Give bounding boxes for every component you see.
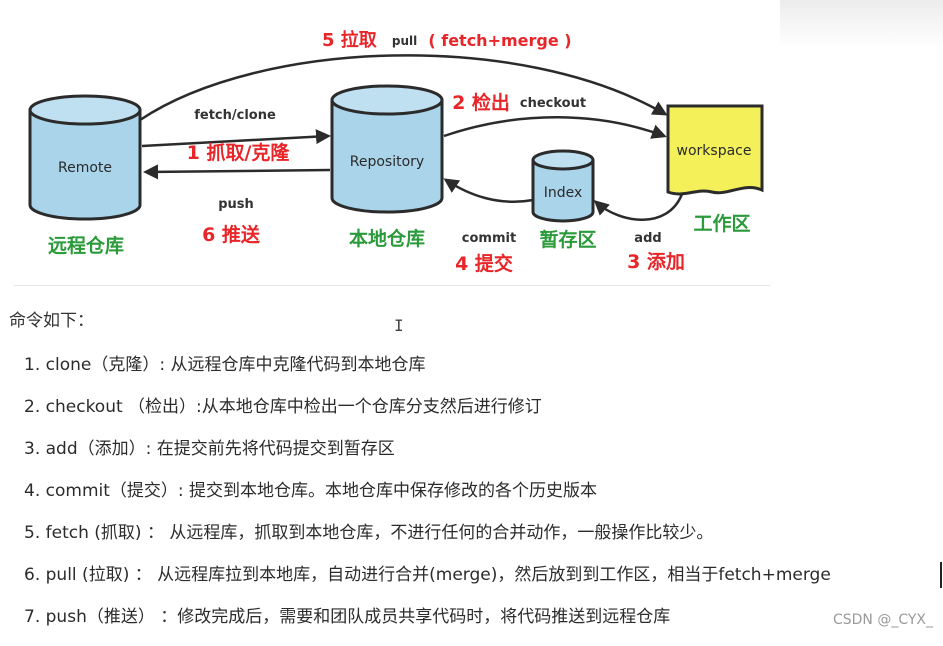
workspace-caption: 工作区 — [693, 212, 750, 235]
git-workflow-diagram: Remote 远程仓库 Repository 本地仓库 Index 暂存区 wo… — [0, 0, 780, 288]
push-step-label: 6 推送 — [202, 223, 261, 246]
remote-caption: 远程仓库 — [48, 234, 124, 257]
repository-caption: 本地仓库 — [349, 227, 425, 250]
remote-cylinder: Remote — [28, 94, 142, 221]
checkout-arrow — [443, 116, 667, 139]
fetch-step-label: 1 抓取/克隆 — [187, 141, 291, 164]
command-list: 1. clone（克隆）: 从远程仓库中克隆代码到本地仓库 2. checkou… — [24, 352, 831, 646]
remote-label: Remote — [58, 160, 112, 176]
index-cylinder: Index — [531, 149, 595, 223]
add-cmd-label: add — [634, 231, 661, 246]
push-cmd-label: push — [218, 197, 254, 212]
repository-label: Repository — [350, 154, 424, 170]
command-item-commit: 4. commit（提交）: 提交到本地仓库。本地仓库中保存修改的各个历史版本 — [24, 481, 598, 501]
fetch-cmd-label: fetch/clone — [194, 108, 276, 123]
commit-cmd-label: commit — [462, 231, 516, 246]
command-item-checkout: 2. checkout （检出）:从本地仓库中检出一个仓库分支然后进行修订 — [24, 397, 542, 417]
repository-cylinder: Repository — [330, 84, 444, 214]
add-step-label: 3 添加 — [627, 250, 685, 273]
push-arrow — [143, 164, 331, 180]
command-item-clone: 1. clone（克隆）: 从远程仓库中克隆代码到本地仓库 — [24, 355, 426, 375]
checkout-step-label: 2 检出 — [452, 91, 510, 114]
text-cursor-icon: I — [394, 316, 404, 335]
command-item-pull: 6. pull (拉取) ： 从远程库拉到本地库，自动进行合并(merge)，然… — [24, 565, 831, 585]
index-label: Index — [544, 185, 583, 201]
text-caret — [940, 562, 942, 588]
pull-label: 5 拉取 pull ( fetch+merge ) — [322, 29, 572, 51]
command-item-add: 3. add（添加）: 在提交前先将代码提交到暂存区 — [24, 439, 395, 459]
commit-step-label: 4 提交 — [455, 252, 513, 275]
diagram-svg: Remote 远程仓库 Repository 本地仓库 Index 暂存区 wo… — [28, 29, 764, 275]
command-item-fetch: 5. fetch (抓取) ： 从远程库，抓取到本地仓库，不进行任何的合并动作，… — [24, 523, 714, 543]
watermark: CSDN @_CYX_ — [832, 612, 933, 628]
commands-intro: 命令如下： — [9, 311, 94, 331]
pull-arrow — [139, 54, 668, 122]
add-arrow — [593, 193, 684, 221]
checkout-cmd-label: checkout — [520, 96, 586, 111]
commit-arrow — [443, 178, 534, 204]
workspace-document: workspace — [666, 104, 764, 196]
workspace-label: workspace — [677, 143, 752, 159]
command-item-push: 7. push（推送） ：修改完成后，需要和团队成员共享代码时，将代码推送到远程… — [24, 607, 671, 627]
index-caption: 暂存区 — [539, 228, 596, 251]
fetch-arrow — [141, 129, 331, 148]
